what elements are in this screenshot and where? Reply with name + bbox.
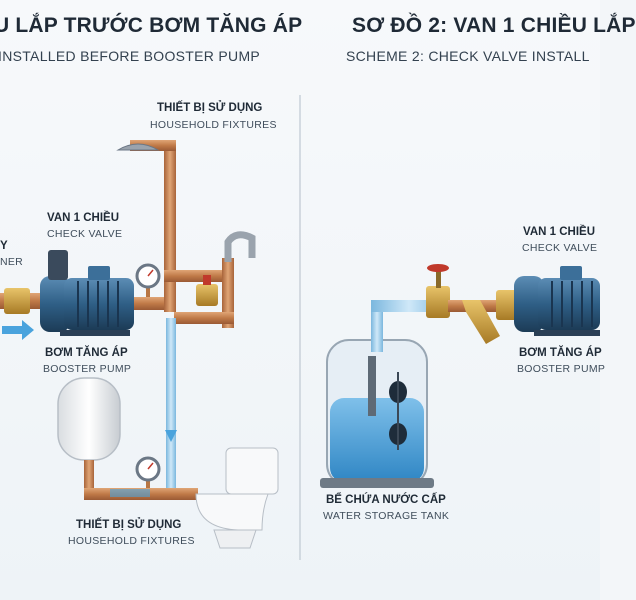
valve-handwheel <box>427 264 449 272</box>
y-strainer <box>4 288 30 314</box>
check-valve-label-en-right: CHECK VALVE <box>522 242 598 254</box>
left-scheme-title: U LẮP TRƯỚC BƠM TĂNG ÁP <box>0 14 303 37</box>
riser-pipe <box>164 142 176 312</box>
plumbing-illustration <box>0 95 600 560</box>
y-strainer-right <box>462 300 500 344</box>
left-scheme-subtitle: INSTALLED BEFORE BOOSTER PUMP <box>0 48 261 64</box>
fixtures-bottom-label-vi: THIẾT BỊ SỬ DỤNG <box>76 519 182 531</box>
check-valve-label-vi-left: VAN 1 CHIỀU <box>47 212 119 224</box>
fixtures-top-label-en: HOUSEHOLD FIXTURES <box>150 119 277 131</box>
pump-label-vi-right: BƠM TĂNG ÁP <box>519 347 602 359</box>
water-storage-tank <box>320 339 434 488</box>
right-scheme-title: SƠ ĐỒ 2: VAN 1 CHIỀU LẮP <box>352 14 636 37</box>
tank-label-en: WATER STORAGE TANK <box>323 510 450 522</box>
strainer-label-en: NER <box>0 256 24 268</box>
pump-label-en-left: BOOSTER PUMP <box>43 363 132 375</box>
right-scheme-subtitle: SCHEME 2: CHECK VALVE INSTALL <box>346 48 590 64</box>
fixtures-bottom-label-en: HOUSEHOLD FIXTURES <box>68 535 195 547</box>
strainer-label-vi: Y <box>0 240 8 252</box>
booster-pump-left <box>40 250 134 336</box>
pump-label-vi-left: BƠM TĂNG ÁP <box>45 347 128 359</box>
pressure-tank <box>57 377 121 490</box>
inlet-flow-arrow <box>2 320 34 340</box>
supply-pipe-blue <box>166 318 176 488</box>
toilet <box>195 447 279 549</box>
check-valve-label-vi-right: VAN 1 CHIỀU <box>523 226 595 238</box>
tank-label-vi: BỂ CHỨA NƯỚC CẤP <box>326 494 446 506</box>
pump-label-en-right: BOOSTER PUMP <box>517 363 606 375</box>
check-valve-right <box>496 290 518 320</box>
check-valve-label-en-left: CHECK VALVE <box>47 228 123 240</box>
gate-valve <box>426 286 450 318</box>
booster-pump-right <box>514 266 600 336</box>
ball-valve <box>196 284 218 306</box>
fixtures-top-label-vi: THIẾT BỊ SỬ DỤNG <box>157 102 263 114</box>
shower-head <box>116 143 160 151</box>
faucet <box>224 231 256 262</box>
